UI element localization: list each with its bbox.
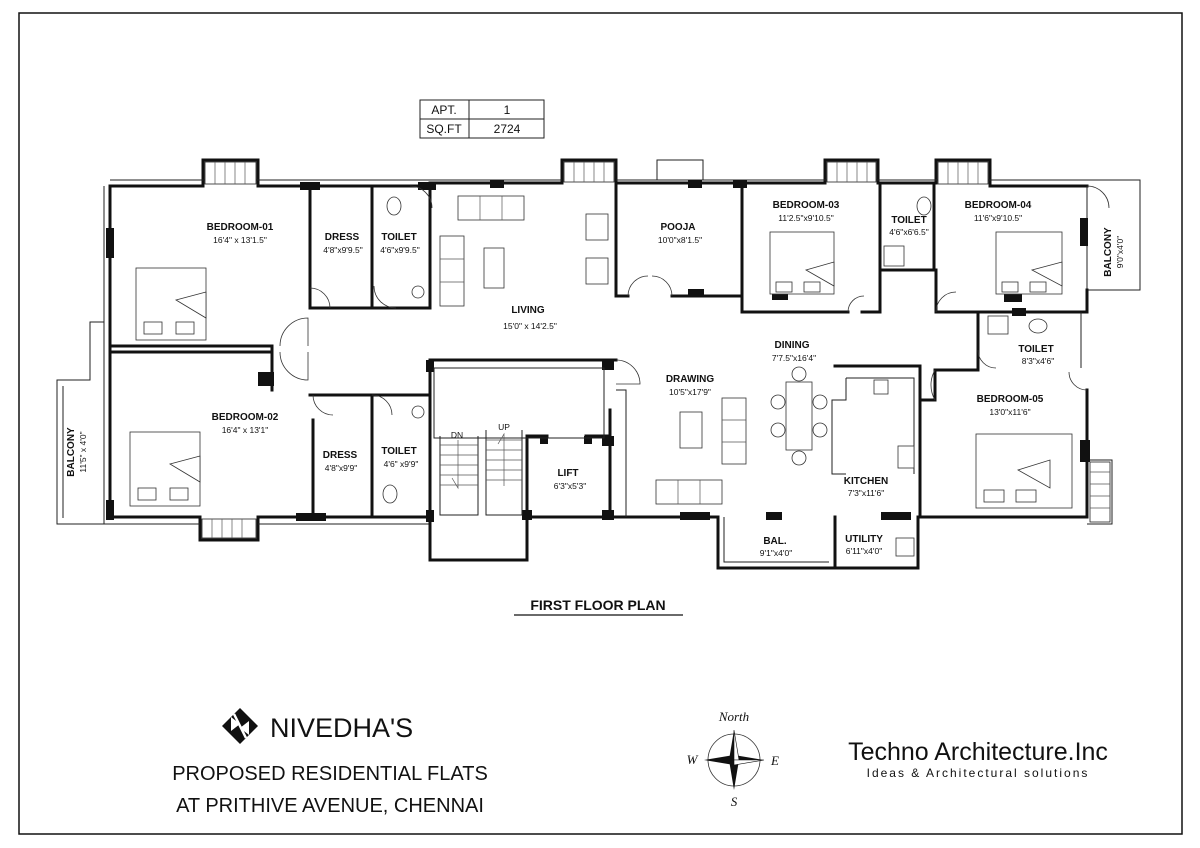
structural-columns [106, 180, 1090, 522]
balcony-left-name: BALCONY [66, 427, 77, 477]
balcony-left-size: 11'5" x 4'0" [78, 431, 88, 472]
pooja-name: POOJA [660, 222, 695, 233]
bedroom04-size: 11'6"x9'10.5" [974, 213, 1022, 223]
kitchen-name: KITCHEN [844, 476, 888, 487]
doors [279, 185, 1110, 416]
pooja-size: 10'0"x8'1.5" [658, 235, 702, 245]
living-size: 15'0" x 14'2.5" [503, 321, 557, 331]
bedroom01-name: BEDROOM-01 [207, 222, 274, 233]
bedroom03-size: 11'2.5"x9'10.5" [778, 213, 833, 223]
apartment-info-table: APT. 1 SQ.FT 2724 [419, 99, 545, 139]
bedroom04-name: BEDROOM-04 [965, 200, 1032, 211]
compass-south-label: S [731, 794, 738, 809]
firm-name: Techno Architecture.Inc [848, 738, 1108, 766]
drawing-name: DRAWING [666, 374, 715, 385]
room-labels: BEDROOM-01 16'4" x 13'1.5" DRESS 4'8"x9'… [66, 200, 1125, 558]
bedroom03-name: BEDROOM-03 [773, 200, 840, 211]
apt-value: 1 [504, 103, 511, 117]
balcony-right-size: 9'0"x4'0" [1115, 236, 1125, 268]
bedroom02-size: 16'4" x 13'1" [222, 425, 269, 435]
utility-name: UTILITY [845, 534, 883, 545]
dress2-size: 4'8"x9'9" [325, 463, 357, 473]
plan-title: FIRST FLOOR PLAN [530, 597, 665, 613]
living-name: LIVING [511, 305, 545, 316]
bedroom05-size: 13'0"x11'6" [989, 407, 1030, 417]
windows [201, 161, 1111, 539]
dining-name: DINING [775, 340, 810, 351]
drawing-size: 10'5"x17'9" [669, 387, 711, 397]
kitchen-size: 7'3"x11'6" [848, 488, 885, 498]
project-line2: AT PRITHIVE AVENUE, CHENNAI [176, 795, 484, 817]
toilet3-name: TOILET [891, 215, 926, 226]
dress1-size: 4'8"x9'9.5" [323, 245, 363, 255]
nivedha-logo [222, 708, 258, 744]
lift-size: 6'3"x5'3" [554, 481, 586, 491]
toilet4-name: TOILET [1018, 344, 1053, 355]
toilet2-name: TOILET [381, 446, 416, 457]
bal-size: 9'1"x4'0" [760, 548, 792, 558]
sheet-border [18, 12, 1183, 835]
sqft-value: 2724 [494, 122, 521, 136]
bedroom02-name: BEDROOM-02 [212, 412, 279, 423]
stair-up-label: UP [498, 422, 510, 432]
bedroom01-size: 16'4" x 13'1.5" [213, 235, 267, 245]
toilet2-size: 4'6" x9'9" [384, 459, 419, 469]
dress1-name: DRESS [325, 232, 360, 243]
lift-name: LIFT [557, 468, 578, 479]
compass-west-label: W [687, 752, 699, 767]
firm-tagline: Ideas & Architectural solutions [867, 766, 1090, 780]
project-line1: PROPOSED RESIDENTIAL FLATS [172, 763, 488, 785]
project-brand: NIVEDHA'S [270, 713, 413, 743]
dining-size: 7'7.5"x16'4" [772, 353, 816, 363]
toilet3-size: 4'6"x6'6.5" [889, 227, 929, 237]
bal-name: BAL. [763, 536, 787, 547]
compass-rose: North W E S [687, 709, 779, 809]
toilet4-size: 8'3"x4'6" [1022, 356, 1054, 366]
staircase: DN UP [433, 367, 605, 516]
bedroom05-name: BEDROOM-05 [977, 394, 1044, 405]
sqft-label: SQ.FT [426, 122, 462, 136]
utility-size: 6'11"x4'0" [846, 546, 883, 556]
compass-east-label: E [770, 753, 779, 768]
compass-north-label: North [718, 709, 749, 724]
furniture [129, 195, 1073, 557]
apt-label: APT. [431, 103, 456, 117]
balcony-right-name: BALCONY [1103, 227, 1114, 277]
dress2-name: DRESS [323, 450, 358, 461]
toilet1-size: 4'6"x9'9.5" [380, 245, 420, 255]
toilet1-name: TOILET [381, 232, 416, 243]
stair-down-label: DN [451, 430, 463, 440]
